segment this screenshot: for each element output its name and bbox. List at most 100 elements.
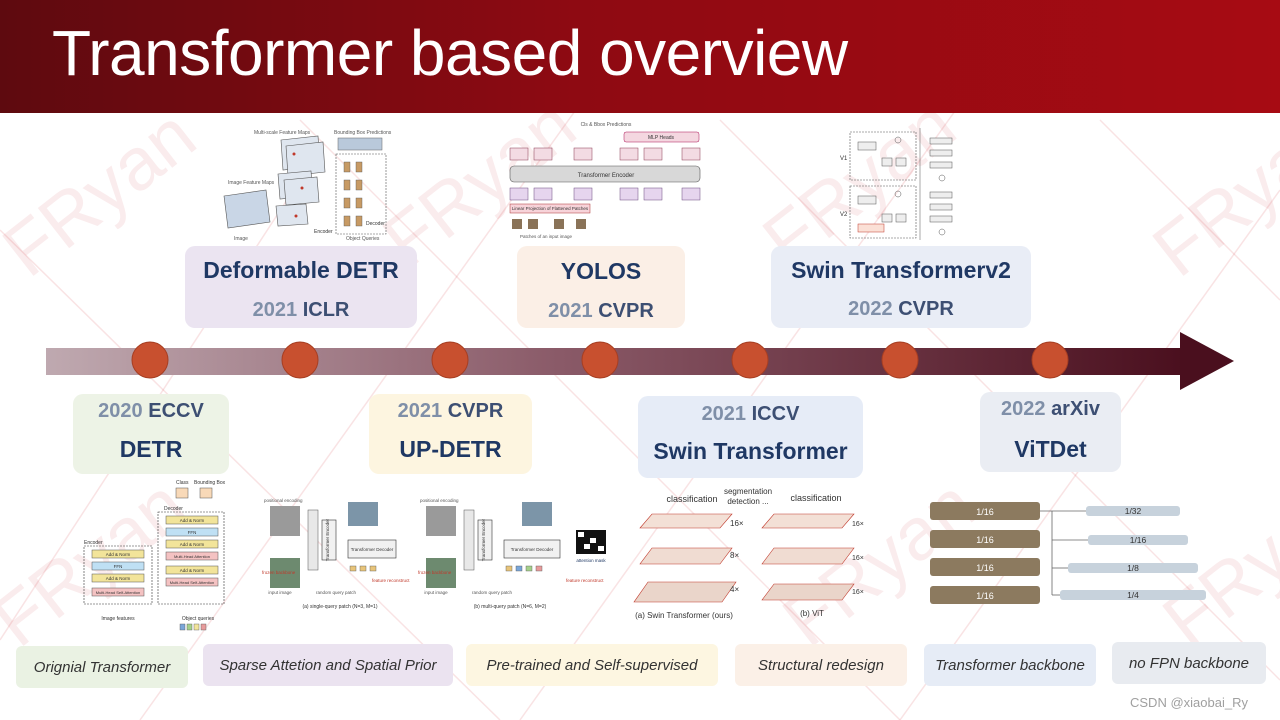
tag-pretrained: Pre-trained and Self-supervised — [466, 644, 718, 686]
svg-text:input image: input image — [268, 590, 292, 595]
tag-transformer-backbone: Transformer backbone — [924, 644, 1096, 686]
svg-text:feature reconstruct: feature reconstruct — [566, 578, 604, 583]
svg-text:Encoder: Encoder — [314, 229, 333, 235]
svg-text:attention mask: attention mask — [576, 558, 606, 563]
svg-text:Decoder: Decoder — [164, 506, 183, 512]
page-title: Transformer based overview — [52, 17, 848, 89]
svg-text:Decoder: Decoder — [366, 221, 385, 227]
svg-text:positional encoding: positional encoding — [420, 498, 459, 503]
svg-text:Multi-Head Self-Attention: Multi-Head Self-Attention — [96, 590, 140, 595]
svg-text:16×: 16× — [852, 589, 864, 596]
svg-text:detection ...: detection ... — [727, 497, 768, 506]
model-venue: 2022 arXiv — [1001, 398, 1100, 420]
svg-text:Image features: Image features — [101, 616, 135, 622]
tag-no-fpn-backbone: no FPN backbone — [1112, 642, 1266, 684]
svg-text:16×: 16× — [730, 519, 744, 528]
model-venue: 2022 CVPR — [848, 298, 954, 320]
svg-text:Transformer Encoder: Transformer Encoder — [325, 518, 330, 561]
milestone-vitdet: 2022 arXiv ViTDet — [980, 392, 1121, 472]
model-name: Deformable DETR — [203, 257, 399, 283]
svg-text:Multi-Head Attention: Multi-Head Attention — [174, 554, 210, 559]
milestone-dot — [881, 341, 919, 379]
svg-text:1/16: 1/16 — [976, 507, 994, 517]
svg-text:frozen backbone: frozen backbone — [418, 570, 452, 575]
milestone-dot — [281, 341, 319, 379]
svg-text:random query patch: random query patch — [316, 590, 357, 595]
milestone-yolos: YOLOS 2021 CVPR — [517, 246, 685, 328]
model-name: UP-DETR — [399, 436, 502, 462]
model-venue: 2021 ICLR — [252, 299, 350, 321]
milestone-swin-transformer: 2021 ICCV Swin Transformer — [638, 396, 863, 478]
svg-text:Transformer Decoder: Transformer Decoder — [511, 547, 554, 552]
svg-text:1/32: 1/32 — [1125, 506, 1142, 516]
svg-text:V2: V2 — [840, 212, 848, 218]
milestone-dot — [431, 341, 469, 379]
svg-text:Add & Norm: Add & Norm — [180, 568, 205, 573]
model-venue: 2021 ICCV — [701, 403, 800, 425]
svg-text:MLP Heads: MLP Heads — [648, 135, 675, 141]
svg-text:Image Feature Maps: Image Feature Maps — [228, 180, 275, 186]
svg-text:Bounding Box Predictions: Bounding Box Predictions — [334, 130, 392, 136]
swin-v2-figure: V1 V2 — [840, 128, 953, 240]
tag-sparse-attention: Sparse Attetion and Spatial Prior — [203, 644, 453, 686]
svg-text:1/8: 1/8 — [1127, 563, 1139, 573]
milestone-detr: 2020 ECCV DETR — [73, 394, 229, 474]
svg-text:Add & Norm: Add & Norm — [180, 518, 205, 523]
svg-text:Add & Norm: Add & Norm — [180, 542, 205, 547]
model-venue: 2020 ECCV — [98, 400, 204, 422]
svg-text:Object queries: Object queries — [182, 616, 215, 622]
svg-text:Linear Projection of Flattened: Linear Projection of Flattened Patches — [512, 206, 589, 211]
up-detr-figure: positional encoding Transformer Encoder … — [262, 498, 606, 610]
svg-text:classification: classification — [666, 494, 717, 504]
svg-text:Cls & Bbox Predictions: Cls & Bbox Predictions — [581, 122, 632, 128]
svg-text:Bounding Box: Bounding Box — [194, 480, 226, 486]
milestone-dot — [131, 341, 169, 379]
svg-text:Add & Norm: Add & Norm — [106, 576, 131, 581]
svg-text:8×: 8× — [730, 551, 739, 560]
svg-text:1/16: 1/16 — [976, 563, 994, 573]
svg-text:Encoder: Encoder — [84, 540, 103, 546]
svg-text:(b) ViT: (b) ViT — [800, 609, 824, 618]
svg-text:(a) single-query patch (N=3, M: (a) single-query patch (N=3, M=1) — [302, 604, 377, 610]
timeline-arrow — [46, 332, 1234, 390]
detr-figure: Class Bounding Box Decoder Encoder Add &… — [83, 480, 226, 631]
svg-text:4×: 4× — [730, 585, 739, 594]
svg-text:1/16: 1/16 — [976, 535, 994, 545]
svg-text:positional encoding: positional encoding — [264, 498, 303, 503]
model-name: DETR — [119, 436, 183, 462]
svg-text:(a) Swin Transformer (ours): (a) Swin Transformer (ours) — [635, 611, 733, 620]
svg-text:1/16: 1/16 — [1130, 535, 1147, 545]
svg-text:(b) multi-query patch (N=6, M=: (b) multi-query patch (N=6, M=2) — [474, 604, 547, 610]
svg-text:Multi-Head Self-Attention: Multi-Head Self-Attention — [170, 580, 214, 585]
svg-text:Image: Image — [234, 236, 248, 242]
model-venue: 2021 CVPR — [397, 400, 504, 422]
model-name: YOLOS — [560, 258, 642, 284]
svg-text:16×: 16× — [852, 521, 864, 528]
svg-text:Multi-scale Feature Maps: Multi-scale Feature Maps — [254, 130, 311, 136]
tag-structural-redesign: Structural redesign — [735, 644, 907, 686]
milestone-up-detr: 2021 CVPR UP-DETR — [369, 394, 532, 474]
svg-text:Transformer Decoder: Transformer Decoder — [351, 547, 394, 552]
milestone-dot — [581, 341, 619, 379]
svg-text:classification: classification — [790, 493, 841, 503]
svg-text:segmentation: segmentation — [724, 487, 772, 496]
model-name: ViTDet — [1014, 436, 1087, 462]
svg-text:16×: 16× — [852, 555, 864, 562]
svg-text:FFN: FFN — [114, 564, 123, 569]
milestone-deformable-detr: Deformable DETR 2021 ICLR — [185, 246, 417, 328]
svg-text:Object Queries: Object Queries — [346, 236, 380, 242]
milestone-dot — [1031, 341, 1069, 379]
tag-original-transformer: Orignial Transformer — [16, 646, 188, 688]
svg-text:random query patch: random query patch — [472, 590, 513, 595]
model-name: Swin Transformer — [653, 438, 848, 464]
model-venue: 2021 CVPR — [548, 300, 654, 322]
svg-text:input image: input image — [424, 590, 448, 595]
svg-text:frozen backbone: frozen backbone — [262, 570, 296, 575]
model-name: Swin Transformerv2 — [791, 257, 1011, 283]
title-banner: Transformer based overview — [0, 0, 1280, 113]
milestone-swin-transformerv2: Swin Transformerv2 2022 CVPR — [771, 246, 1031, 328]
svg-text:Transformer Encoder: Transformer Encoder — [578, 173, 634, 179]
milestone-dot — [731, 341, 769, 379]
svg-text:Class: Class — [176, 480, 189, 486]
